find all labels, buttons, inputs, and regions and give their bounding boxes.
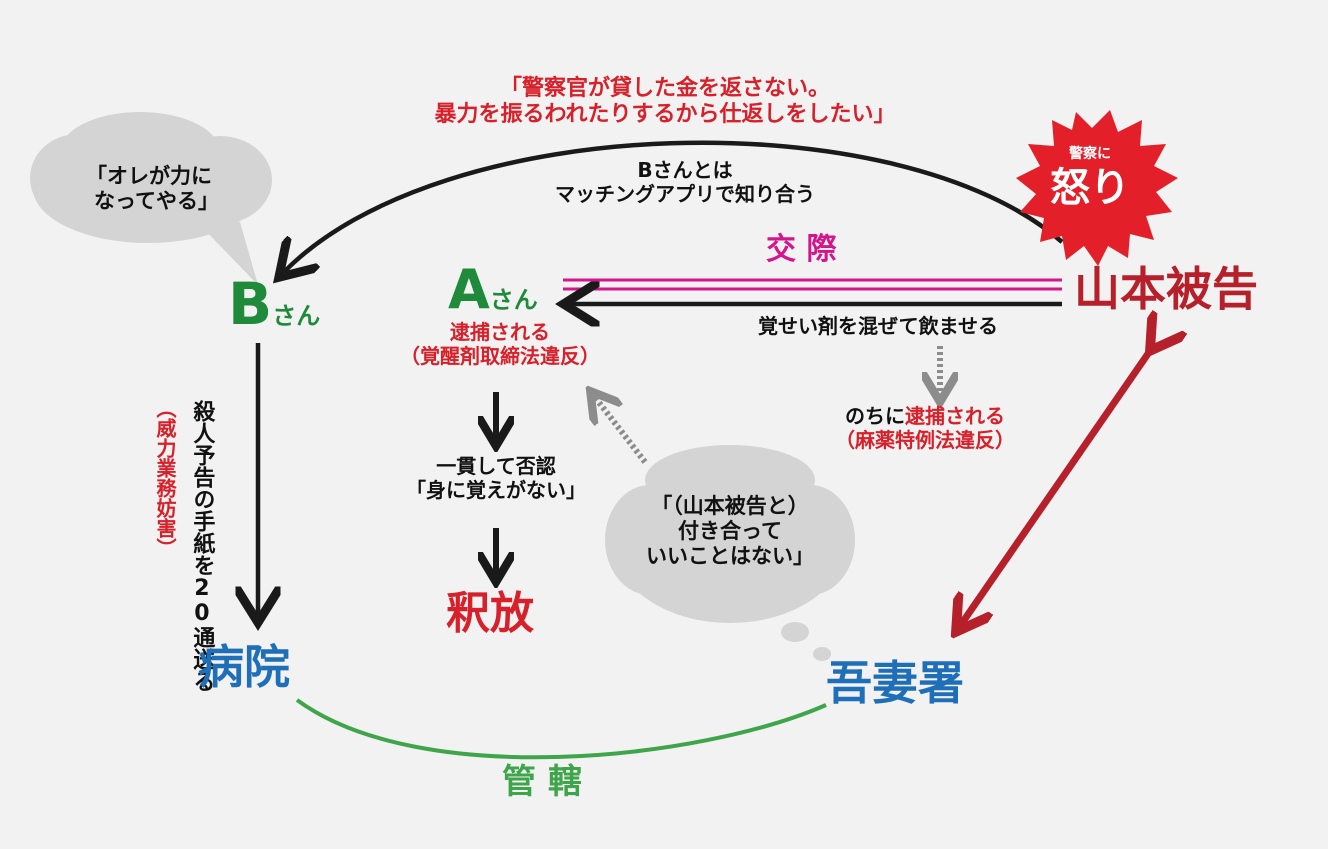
hospital-node: 病院 [198, 640, 290, 694]
bubble-to-a-dotted-arrow [594, 396, 648, 464]
top-quote-line-1: 「警察官が貸した金を返さない。 [499, 76, 830, 101]
kankatsu-label: 管 轄 [502, 762, 582, 802]
matching-line-2: マッチングアプリで知り合う [555, 182, 815, 206]
b-letter-label: 殺人予告の手紙を20通送る [189, 400, 215, 692]
top-quote: 「警察官が貸した金を返さない。 暴力を振るわれたりするから仕返しをしたい」 [380, 76, 950, 129]
b-san-letter: B [228, 270, 273, 338]
deny-line-1: 一貫して否認 [436, 454, 556, 478]
deny-label: 一貫して否認 「身に覚えがない」 [380, 454, 612, 502]
yamamoto-police-double-arrow [960, 345, 1154, 626]
b-law-label: （威力業務妨害） [153, 398, 177, 558]
later-prefix: のちに [845, 404, 905, 428]
a-arrest-label: 逮捕される （覚醒剤取締法違反） [380, 320, 620, 368]
later-arrest-text: 逮捕される [905, 404, 1005, 428]
b-san-suffix: さん [272, 302, 321, 330]
a-bubble-line-1: 「（山本被告と） [651, 494, 809, 518]
a-san-node: Aさん [448, 258, 538, 323]
kankatsu-arc [295, 698, 827, 760]
later-arrest-label: のちに逮捕される （麻薬特例法違反） [800, 404, 1050, 452]
starburst-small-text: 警察に [1069, 146, 1111, 162]
a-arrest-text: 逮捕される [450, 320, 550, 344]
b-bubble-text: 「オレが力に なってやる」 [86, 164, 219, 214]
a-san-letter: A [448, 258, 490, 321]
starburst-big-text: 怒り [1050, 165, 1130, 211]
b-speech-bubble [30, 112, 272, 285]
later-law: （麻薬特例法違反） [835, 428, 1015, 452]
a-speech-bubble [605, 445, 855, 661]
b-san-node: Bさん [228, 270, 320, 340]
top-quote-line-2: 暴力を振るわれたりするから仕返しをしたい」 [434, 102, 896, 128]
matching-app-label: Bさんとは マッチングアプリで知り合う [520, 158, 850, 206]
police-node: 吾妻署 [826, 656, 964, 710]
yamamoto-to-b-arrow [282, 140, 1064, 274]
a-bubble-line-3: いいことはない」 [646, 544, 814, 569]
matching-line-1: Bさんとは [637, 158, 733, 182]
a-bubble-text: 「（山本被告と） 付き合って いいことはない」 [630, 494, 830, 570]
yamamoto-node: 山本被告 [1074, 262, 1258, 316]
b-bubble-line-2: なってやる」 [94, 189, 219, 214]
a-san-suffix: さん [489, 286, 538, 314]
a-bubble-line-2: 付き合って [678, 519, 782, 544]
release-label: 釈放 [446, 588, 534, 639]
deny-line-2: 「身に覚えがない」 [406, 478, 586, 502]
kosai-label: 交 際 [766, 232, 837, 267]
anger-starburst [1016, 110, 1178, 266]
drug-label: 覚せい剤を混ぜて飲ませる [758, 314, 998, 338]
b-bubble-line-1: 「オレが力に [86, 164, 212, 188]
a-arrest-law: （覚醒剤取締法違反） [400, 344, 600, 368]
